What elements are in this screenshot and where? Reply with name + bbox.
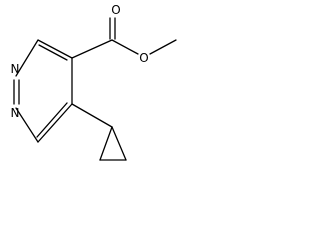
bond-c4-c3-inner	[36, 102, 68, 138]
bond-c4-c3	[37, 103, 73, 143]
bond-n1-c6	[15, 39, 39, 77]
bond-carbonyl-ester-o	[111, 39, 139, 55]
atom-label-carbonyl-o: O	[111, 3, 120, 17]
cyclopropyl-group	[71, 103, 127, 161]
atom-label-n2: N	[11, 106, 20, 120]
bond-cyclopropyl-left	[99, 126, 113, 161]
bond-ester-o-methyl	[149, 39, 177, 55]
atom-label-n1: N	[11, 62, 20, 76]
molecule-structure: N N O O	[11, 3, 177, 161]
bond-cyclopropyl-right	[111, 126, 127, 161]
bond-n2-c3	[15, 107, 39, 143]
methyl-ester-group	[71, 17, 177, 59]
bond-c6-c5-inner	[38, 44, 68, 61]
bond-c4-cyclopropyl	[71, 103, 113, 128]
pyridazine-ring	[13, 39, 73, 143]
atom-label-ester-o: O	[139, 51, 148, 65]
bond-c5-carbonyl-c	[71, 39, 113, 59]
bond-c6-c5	[37, 39, 73, 59]
